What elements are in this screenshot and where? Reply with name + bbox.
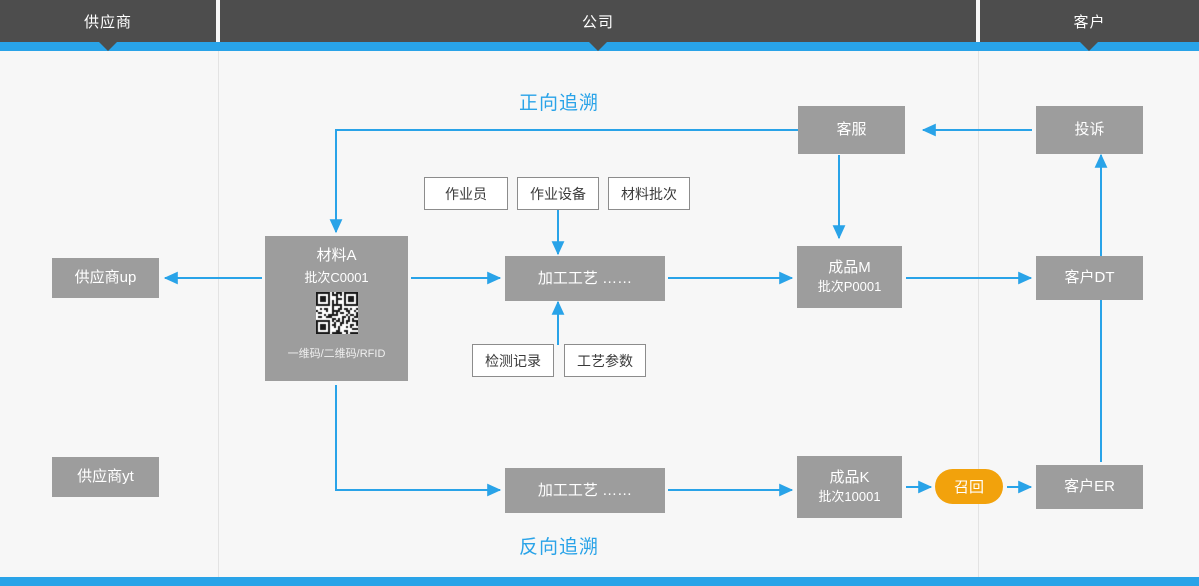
attr-operator-label: 作业员 <box>445 185 487 202</box>
lane-header-company: 公司 <box>220 0 976 42</box>
lane-header-customer-label: 客户 <box>1073 13 1106 31</box>
node-product-k[interactable]: 成品K 批次10001 <box>797 456 902 518</box>
qr-code-icon <box>315 292 358 334</box>
caption-reverse-trace: 反向追溯 <box>519 537 600 558</box>
attr-material-batch[interactable]: 材料批次 <box>608 177 690 210</box>
node-product-k-batch: 批次10001 <box>818 489 881 505</box>
node-product-m-batch: 批次P0001 <box>817 279 882 295</box>
node-material-a[interactable]: 材料A 批次C0001 一维码/二维码/RFID <box>265 236 408 381</box>
lane-header-company-label: 公司 <box>581 13 614 31</box>
lane-header-supplier: 供应商 <box>0 0 216 42</box>
node-supplier-up-label: 供应商up <box>74 269 137 287</box>
node-process-top-label: 加工工艺 …… <box>537 269 633 287</box>
attr-inspection-record-label: 检测记录 <box>485 352 541 369</box>
node-customer-service-label: 客服 <box>836 121 867 139</box>
attr-material-batch-label: 材料批次 <box>621 185 677 202</box>
accent-bar-bottom <box>0 577 1199 586</box>
node-process-bottom-label: 加工工艺 …… <box>537 481 633 499</box>
node-recall[interactable]: 召回 <box>935 469 1003 504</box>
node-customer-dt[interactable]: 客户DT <box>1036 256 1143 300</box>
node-customer-dt-label: 客户DT <box>1064 269 1115 287</box>
attr-process-parameter[interactable]: 工艺参数 <box>564 344 646 377</box>
attr-equipment-label: 作业设备 <box>530 185 586 202</box>
attr-equipment[interactable]: 作业设备 <box>517 177 599 210</box>
node-complaint[interactable]: 投诉 <box>1036 106 1143 154</box>
node-customer-er-label: 客户ER <box>1064 478 1115 496</box>
node-product-m-title: 成品M <box>828 258 871 276</box>
node-supplier-yt[interactable]: 供应商yt <box>52 457 159 497</box>
node-complaint-label: 投诉 <box>1074 121 1105 139</box>
node-product-k-title: 成品K <box>829 468 870 486</box>
node-material-a-batch: 批次C0001 <box>304 269 369 285</box>
attr-process-parameter-label: 工艺参数 <box>577 352 633 369</box>
node-material-a-code-caption: 一维码/二维码/RFID <box>287 348 386 360</box>
lane-notch-company-icon <box>589 42 607 51</box>
node-recall-label: 召回 <box>953 479 984 496</box>
node-process-bottom[interactable]: 加工工艺 …… <box>505 468 665 513</box>
node-product-m[interactable]: 成品M 批次P0001 <box>797 246 902 308</box>
node-supplier-up[interactable]: 供应商up <box>52 258 159 298</box>
lane-notch-customer-icon <box>1080 42 1098 51</box>
node-supplier-yt-label: 供应商yt <box>77 468 134 486</box>
attr-inspection-record[interactable]: 检测记录 <box>472 344 554 377</box>
lane-header-customer: 客户 <box>980 0 1199 42</box>
lane-divider-left <box>218 51 219 577</box>
lane-notch-supplier-icon <box>99 42 117 51</box>
node-material-a-title: 材料A <box>316 247 357 264</box>
attr-operator[interactable]: 作业员 <box>424 177 508 210</box>
caption-forward-trace: 正向追溯 <box>519 93 600 114</box>
lane-divider-right <box>978 51 979 577</box>
node-process-top[interactable]: 加工工艺 …… <box>505 256 665 301</box>
node-customer-er[interactable]: 客户ER <box>1036 465 1143 509</box>
node-customer-service[interactable]: 客服 <box>798 106 905 154</box>
lane-header-supplier-label: 供应商 <box>83 13 132 31</box>
